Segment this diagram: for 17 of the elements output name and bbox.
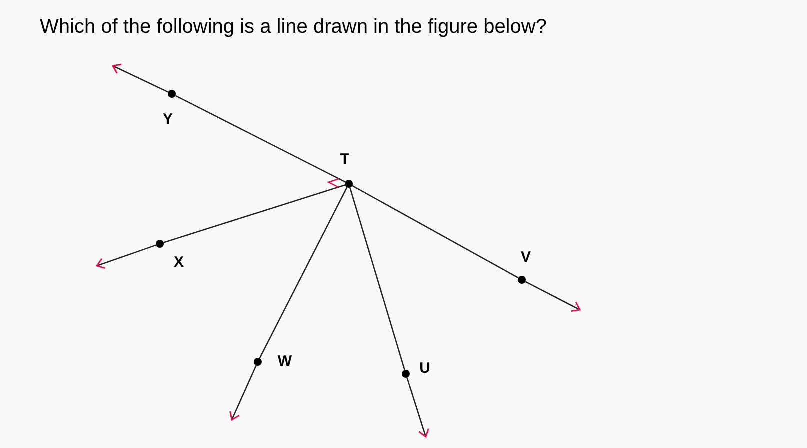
point-label: T xyxy=(340,151,350,169)
line-segment xyxy=(164,184,346,244)
ray-arrow xyxy=(112,64,169,93)
ray-arrow xyxy=(525,281,581,312)
line-segment xyxy=(175,95,346,183)
line-segment xyxy=(352,185,519,279)
ray-arrow xyxy=(230,365,257,421)
line-segment xyxy=(350,188,406,370)
point-label: V xyxy=(521,249,531,267)
point-label: W xyxy=(278,353,292,371)
ray-arrow xyxy=(406,378,430,438)
point-label: U xyxy=(420,360,430,378)
line-segment xyxy=(259,187,348,359)
ray-arrow xyxy=(96,244,156,270)
question-text: Which of the following is a line drawn in the figure below? xyxy=(40,15,547,40)
point-label: Y xyxy=(163,111,173,129)
point-label: X xyxy=(174,254,184,272)
